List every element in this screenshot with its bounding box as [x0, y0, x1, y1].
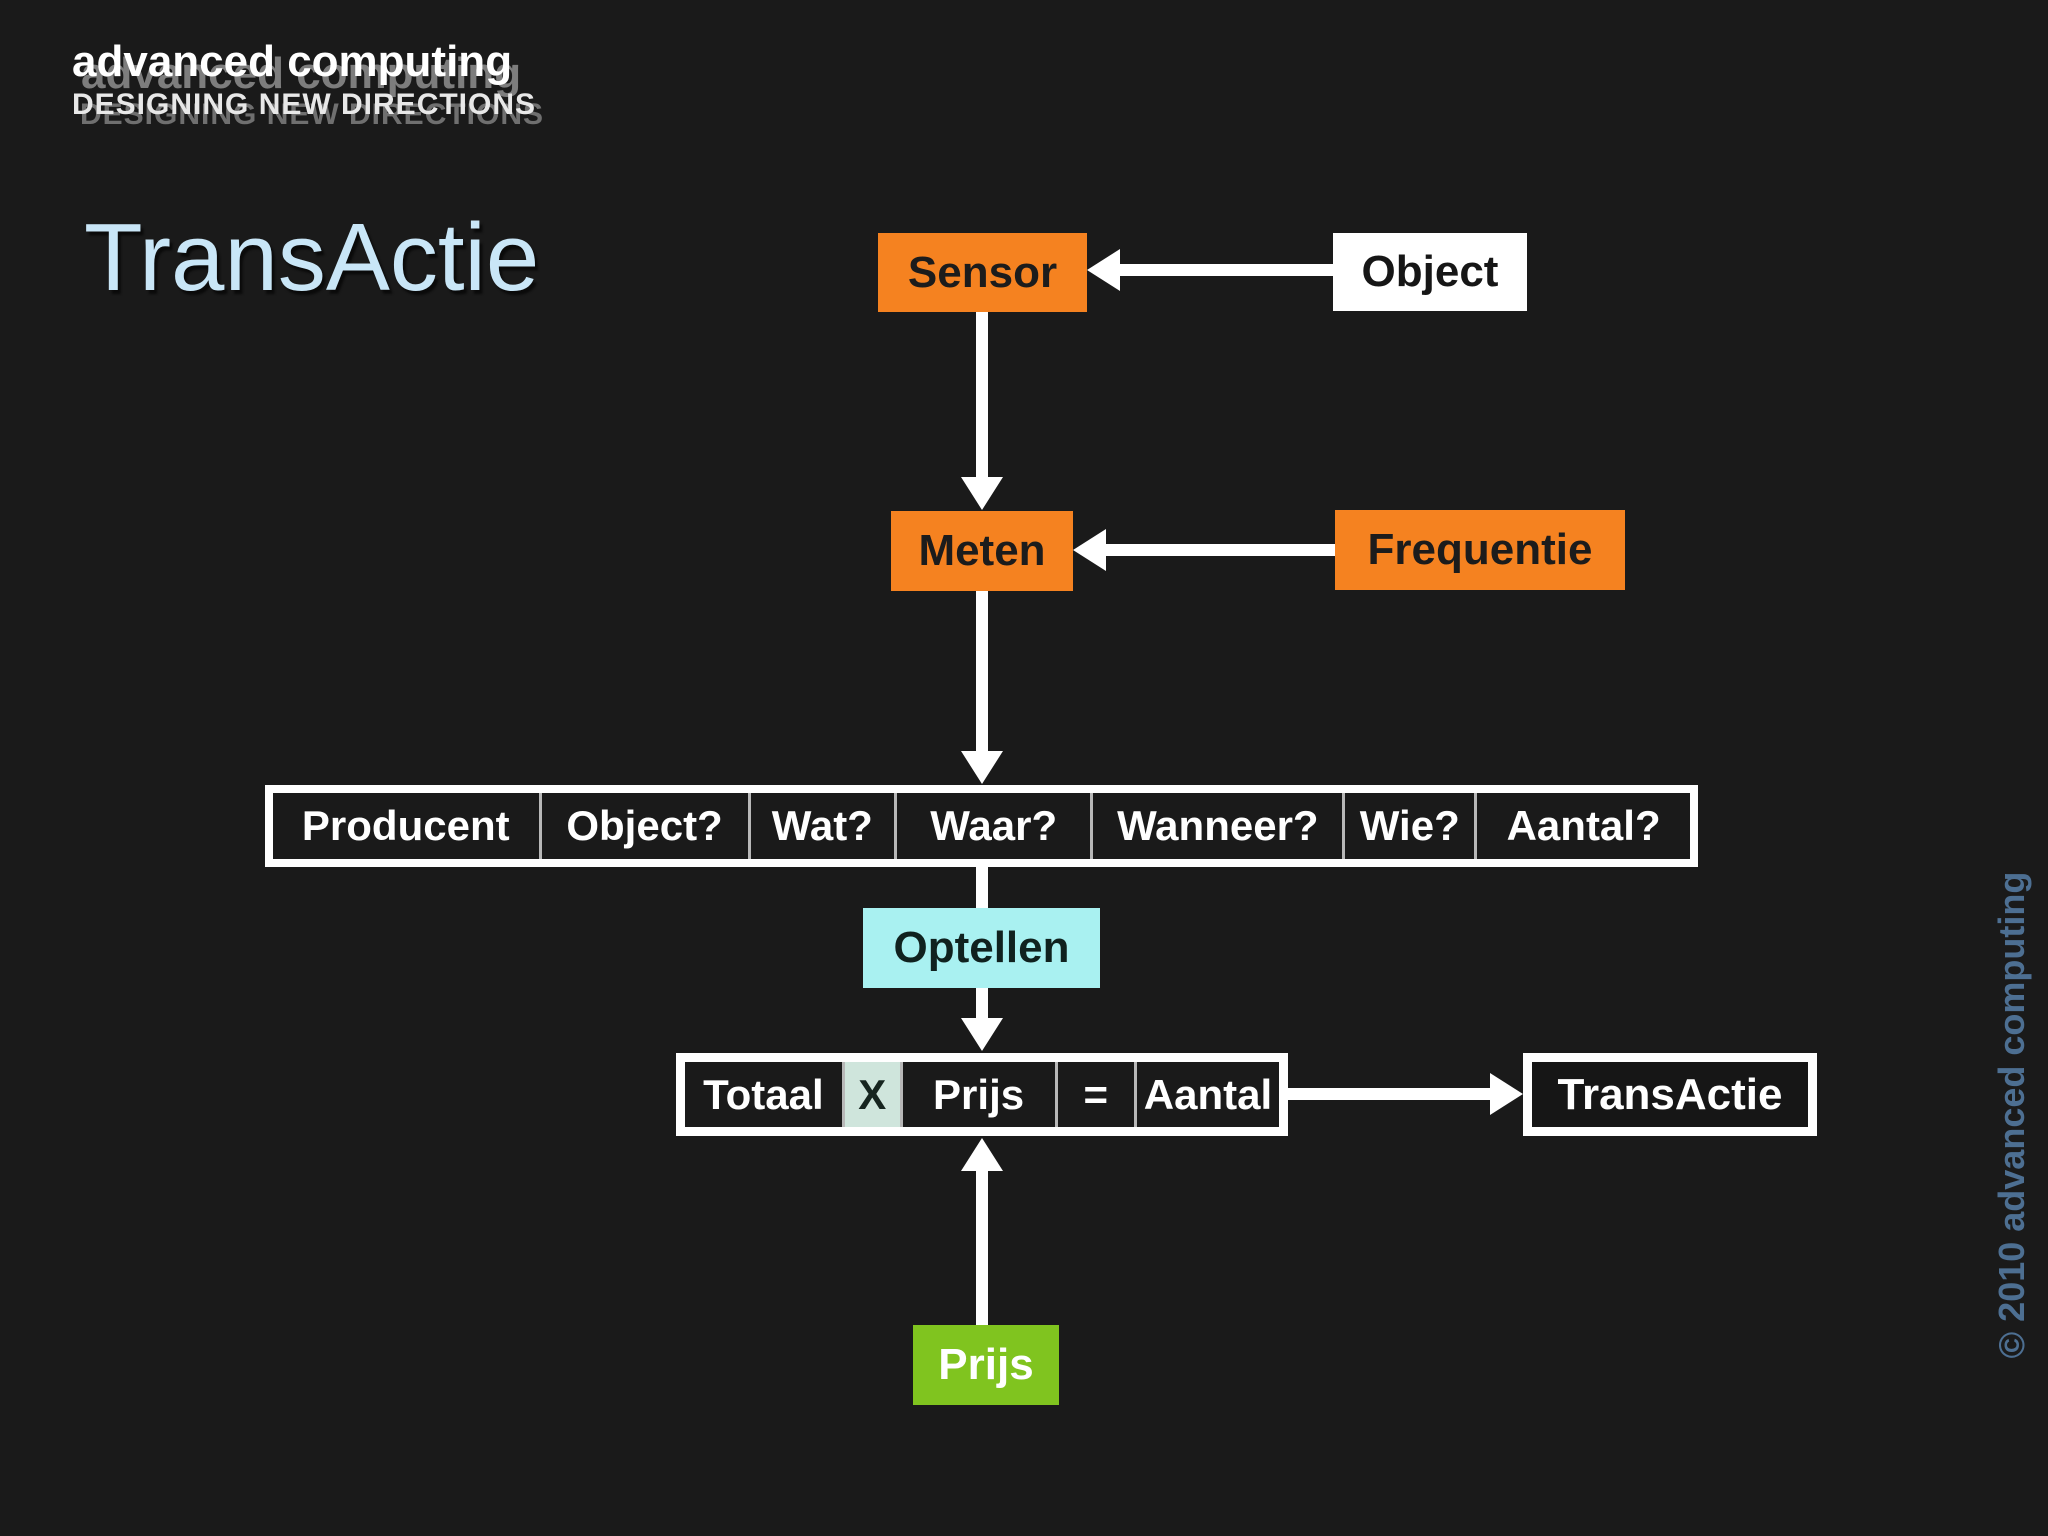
arrow-frequentie-to-meten-head-icon — [1073, 529, 1106, 571]
sensor-node: Sensor — [878, 233, 1087, 312]
transactie-node: TransActie — [1523, 1053, 1817, 1136]
logo-tagline: DESIGNING NEW DIRECTIONS — [72, 88, 537, 121]
formula-row: Totaal X Prijs = Aantal — [676, 1053, 1288, 1136]
arrow-formula-to-transactie-head-icon — [1490, 1073, 1523, 1115]
arrow-prijs-to-formula-head-icon — [961, 1138, 1003, 1171]
question-cell-aantal: Aantal? — [1477, 793, 1691, 859]
arrow-formula-to-transactie-line — [1288, 1088, 1492, 1100]
questions-row: Producent Object? Wat? Waar? Wanneer? Wi… — [265, 785, 1698, 867]
question-cell-wie: Wie? — [1345, 793, 1478, 859]
formula-cell-totaal: Totaal — [685, 1062, 845, 1127]
arrow-object-to-sensor-line — [1119, 264, 1333, 276]
logo-wordmark: advanced computing — [72, 37, 513, 86]
question-cell-object: Object? — [541, 793, 751, 859]
question-cell-wat: Wat? — [750, 793, 898, 859]
arrow-prijs-to-formula-line — [976, 1168, 988, 1325]
formula-cell-prijs: Prijs — [902, 1062, 1058, 1127]
arrow-optellen-to-formula-head-icon — [961, 1018, 1003, 1051]
formula-cell-aantal: Aantal — [1136, 1062, 1280, 1127]
frequentie-node: Frequentie — [1335, 510, 1625, 590]
arrow-sensor-to-meten-line — [976, 312, 988, 480]
arrow-object-to-sensor-head-icon — [1087, 249, 1120, 291]
question-cell-producent: Producent — [273, 793, 542, 859]
formula-cell-equals: = — [1057, 1062, 1137, 1127]
arrow-meten-to-questions-head-icon — [961, 751, 1003, 784]
prijs-node: Prijs — [913, 1325, 1059, 1405]
optellen-node: Optellen — [863, 908, 1100, 988]
page-title: TransActie — [84, 204, 540, 311]
formula-cell-x: X — [844, 1062, 903, 1127]
copyright-text: © 2010 advanced computing — [1991, 871, 2032, 1359]
arrow-optellen-to-formula-line — [976, 988, 988, 1020]
arrow-sensor-to-meten-head-icon — [961, 477, 1003, 510]
question-cell-wanneer: Wanneer? — [1093, 793, 1346, 859]
arrow-meten-to-questions-line — [976, 591, 988, 753]
arrow-frequentie-to-meten-line — [1105, 544, 1335, 556]
logo: advanced computing DESIGNING NEW DIRECTI… — [72, 40, 536, 120]
question-cell-waar: Waar? — [897, 793, 1094, 859]
meten-node: Meten — [891, 511, 1073, 591]
connector-questions-to-optellen-line — [976, 867, 988, 908]
object-node: Object — [1333, 233, 1527, 311]
